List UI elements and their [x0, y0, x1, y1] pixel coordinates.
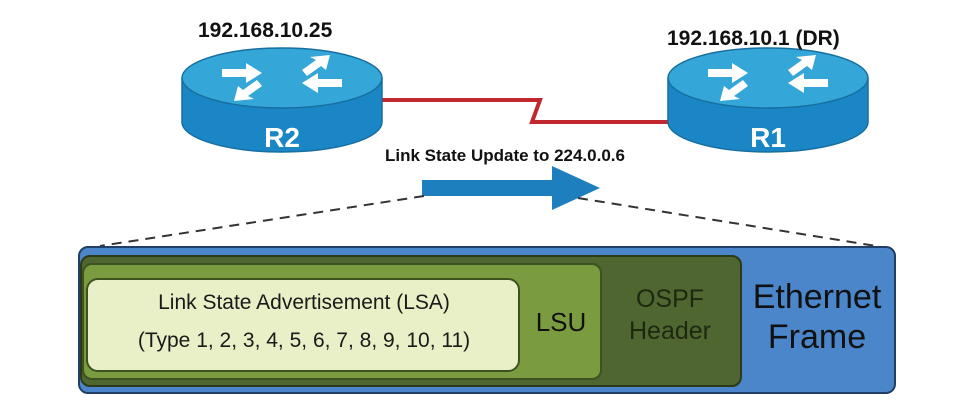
update-direction-arrow: [422, 166, 600, 210]
r2-ip-label: 192.168.10.25: [198, 19, 333, 42]
router-r2-label: R2: [264, 122, 300, 153]
ethernet-line1: Ethernet: [752, 278, 882, 316]
zoom-line-left: [99, 195, 425, 247]
router-r2-icon: R2: [181, 47, 383, 153]
ospf-header-label: OSPF Header: [604, 283, 736, 347]
r1-ip-label: 192.168.10.1 (DR): [667, 27, 840, 50]
lsa-line2: (Type 1, 2, 3, 4, 5, 6, 7, 8, 9, 10, 11): [137, 329, 471, 352]
lsa-line1: Link State Advertisement (LSA): [158, 291, 450, 314]
ethernet-frame-label: Ethernet Frame: [742, 277, 892, 357]
zoom-line-right: [577, 197, 877, 247]
ospf-line2: Header: [629, 317, 711, 345]
serial-link: [382, 98, 670, 124]
ethernet-line2: Frame: [767, 318, 867, 356]
lsa-label: Link State Advertisement (LSA) (Type 1, …: [88, 284, 520, 360]
lsa-box: [86, 278, 520, 372]
router-r1-icon: R1: [667, 47, 869, 153]
update-label: Link State Update to 224.0.0.6: [385, 146, 625, 165]
lsu-label: LSU: [535, 307, 587, 337]
ospf-line1: OSPF: [635, 285, 705, 313]
router-r1-label: R1: [750, 122, 786, 153]
